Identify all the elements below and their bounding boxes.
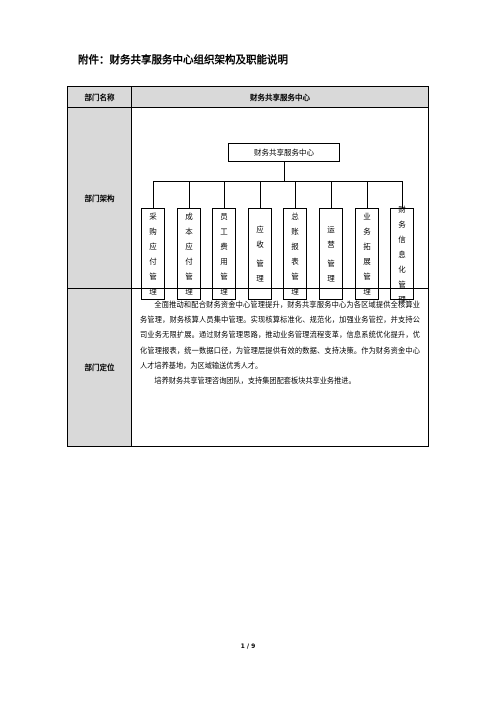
position-paragraph-1: 全面推动和配合财务资金中心管理提升，财务共享服务中心为各区域提供全核算业务管理，… (140, 300, 420, 370)
org-chart: 财务共享服务中心 采购应付管理成本应付管理员工费用管理应收管理总账报表管理运营管… (132, 108, 428, 304)
org-dept-box: 采购应付管理 (141, 208, 165, 300)
connector-dept-7 (367, 181, 368, 208)
org-dept-box: 总账报表管理 (283, 208, 307, 300)
connector-dept-4 (260, 181, 261, 208)
org-root-box: 财务共享服务中心 (228, 143, 340, 162)
connector-dept-3 (224, 181, 225, 208)
position-label: 部门定位 (67, 288, 132, 447)
table-header-row: 部门名称 财务共享服务中心 (67, 86, 429, 108)
connector-dept-6 (331, 181, 332, 208)
org-dept-box: 运营管理 (319, 208, 343, 300)
connector-dept-1 (153, 181, 154, 208)
org-dept-box: 业务拓展管理 (355, 208, 379, 300)
org-chart-cell: 财务共享服务中心 采购应付管理成本应付管理员工费用管理应收管理总账报表管理运营管… (131, 107, 429, 304)
connector-dept-8 (402, 181, 403, 208)
page-number: 1 / 9 (240, 643, 256, 650)
connector-root-vertical (284, 162, 285, 181)
document-title: 附件：财务共享服务中心组织架构及职能说明 (78, 54, 288, 66)
structure-label: 部门架构 (67, 107, 132, 289)
org-dept-box: 成本应付管理 (177, 208, 201, 300)
header-dept-name: 部门名称 (67, 86, 132, 108)
connector-horizontal (153, 181, 402, 182)
position-row: 部门定位 全面推动和配合财务资金中心管理提升，财务共享服务中心为各区域提供全核算… (67, 288, 429, 447)
structure-row: 部门架构 财务共享服务中心 采购应付管理成本应付管理员工费用管理应收管理总账报表… (67, 107, 429, 304)
header-dept-value: 财务共享服务中心 (131, 86, 429, 108)
org-table: 部门名称 财务共享服务中心 部门架构 财务共享服务中心 采购应付管理成本应付管理… (67, 86, 429, 447)
position-text-cell: 全面推动和配合财务资金中心管理提升，财务共享服务中心为各区域提供全核算业务管理，… (131, 288, 429, 447)
position-paragraph-2: 培养财务共享管理咨询团队，支持集团配套板块共享业务推进。 (154, 376, 356, 386)
connector-dept-5 (295, 181, 296, 208)
connector-dept-2 (189, 181, 190, 208)
org-dept-box: 应收管理 (248, 208, 272, 300)
org-dept-box: 员工费用管理 (212, 208, 236, 300)
org-dept-box: 财务信息化管理 (390, 205, 414, 304)
